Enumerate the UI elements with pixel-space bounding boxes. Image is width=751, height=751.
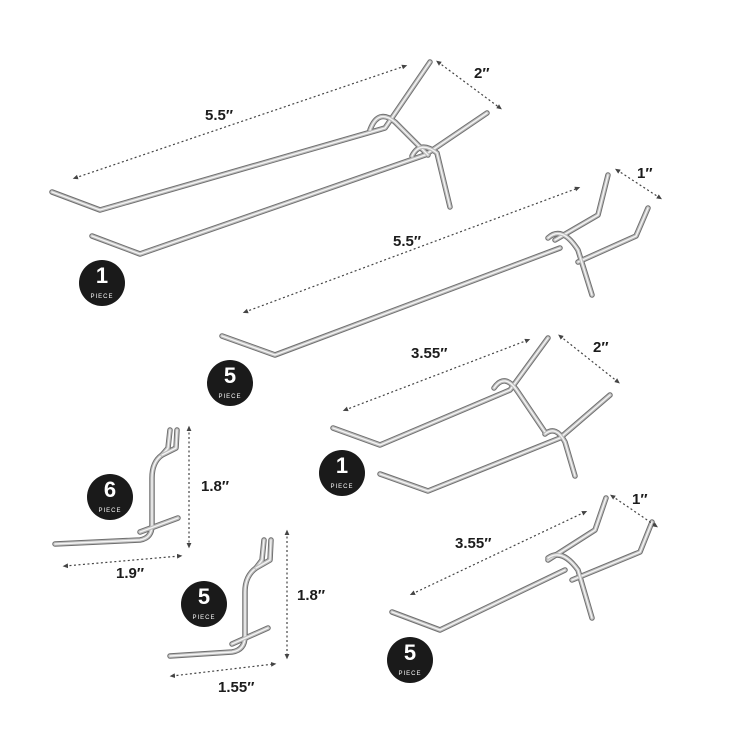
hook-wire (52, 427, 181, 547)
piece-count-badge: 5 PIECE (207, 360, 253, 406)
wire-highlight (231, 627, 269, 645)
height-label: 1.8″ (201, 478, 229, 495)
single-hook-5-5: 5.5″ 1″ 5 PIECE (207, 165, 663, 406)
wire-highlight (411, 146, 451, 208)
wire-highlight (169, 539, 265, 657)
piece-caption: PIECE (398, 671, 421, 677)
wire-highlight (554, 174, 609, 241)
wire-highlight (379, 394, 611, 492)
wire-highlight (50, 60, 432, 212)
piece-caption: PIECE (330, 484, 353, 490)
hook-wire (167, 537, 274, 659)
piece-count-badge: 1 PIECE (79, 260, 125, 306)
piece-count: 6 (104, 477, 116, 502)
length-dimension-line (409, 510, 588, 596)
length-label: 1.55″ (218, 679, 254, 696)
piece-count-badge: 1 PIECE (319, 450, 365, 496)
wire-highlight (576, 206, 650, 264)
hook-wire (389, 495, 655, 633)
piece-count: 5 (198, 584, 210, 609)
wire-segment (49, 59, 433, 213)
wire-segment (545, 495, 609, 563)
piece-count: 1 (96, 263, 108, 288)
wire-highlight (139, 517, 179, 533)
length-dimension-line (62, 553, 183, 569)
length-dimension-line (72, 64, 408, 180)
wire-segment (545, 552, 595, 621)
width-label: 2″ (593, 339, 609, 356)
length-label: 5.5″ (393, 233, 421, 250)
piece-count-badge: 5 PIECE (181, 581, 227, 627)
wire-segment (545, 230, 595, 298)
length-label: 3.55″ (411, 345, 447, 362)
width-label: 1″ (637, 165, 653, 182)
double-hook-3-55: 3.55″ 2″ 1 PIECE (319, 334, 620, 496)
single-hook-3-55: 3.55″ 1″ 5 PIECE (387, 491, 658, 683)
piece-count: 5 (404, 640, 416, 665)
l-hook-1-55: 1.55″ 1.8″ 5 PIECE (167, 529, 325, 696)
wire-highlight (391, 569, 566, 631)
wire-highlight (577, 207, 649, 263)
wire-highlight (90, 111, 489, 256)
piece-caption: PIECE (192, 615, 215, 621)
height-label: 1.8″ (297, 587, 325, 604)
width-label: 1″ (632, 491, 648, 508)
piece-caption: PIECE (98, 508, 121, 514)
hook-wire (49, 59, 490, 257)
piece-count-badge: 6 PIECE (87, 474, 133, 520)
wire-highlight (161, 429, 178, 456)
wire-highlight (54, 429, 171, 545)
length-dimension-line (242, 186, 581, 314)
double-hook-5-5: 5.5″ 2″ 1 PIECE (49, 59, 502, 306)
wire-highlight (255, 539, 272, 569)
wire-highlight (91, 112, 488, 255)
width-dimension-line (436, 60, 502, 110)
wire-segment (219, 245, 563, 358)
piece-caption: PIECE (218, 394, 241, 400)
wire-highlight (220, 246, 562, 357)
wire-segment (491, 378, 548, 435)
l-hook-1-9: 1.9″ 1.8″ 6 PIECE (52, 425, 229, 582)
length-dimension-line (342, 338, 531, 412)
wire-highlight (571, 521, 653, 581)
length-dimension-line (169, 661, 277, 679)
wire-highlight (544, 430, 576, 477)
wire-highlight (221, 247, 561, 356)
wire-segment (89, 110, 490, 257)
width-label: 2″ (474, 65, 490, 82)
piece-caption: PIECE (90, 294, 113, 300)
piece-count-badge: 5 PIECE (387, 637, 433, 683)
hook-wire (330, 335, 613, 494)
width-dimension-line (558, 334, 620, 384)
length-label: 1.9″ (116, 565, 144, 582)
piece-count: 1 (336, 453, 348, 478)
wire-highlight (51, 61, 431, 211)
length-label: 3.55″ (455, 535, 491, 552)
length-label: 5.5″ (205, 107, 233, 124)
piece-count: 5 (224, 363, 236, 388)
